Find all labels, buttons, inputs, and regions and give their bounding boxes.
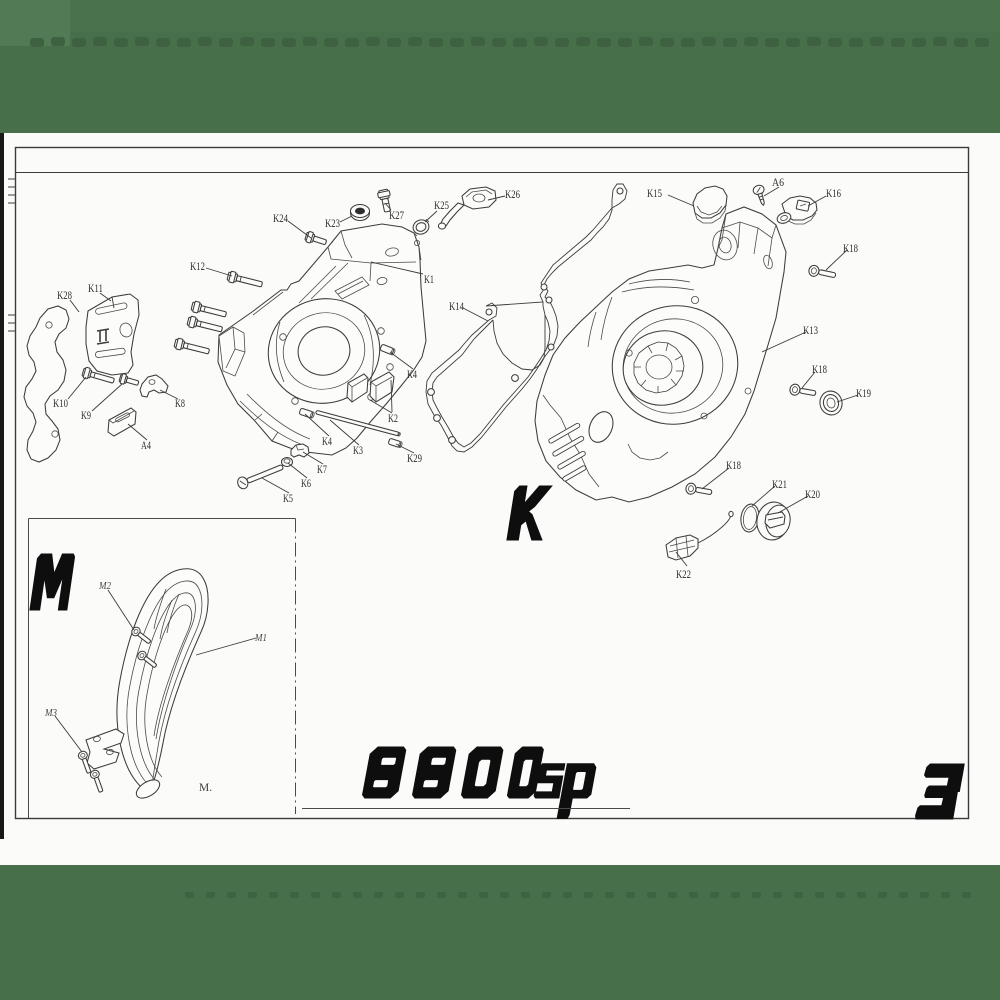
part-chain-catcher-K28	[23, 305, 70, 463]
part-bolt-K18-bottom	[685, 482, 713, 495]
part-label-K2: K2	[388, 413, 398, 425]
part-lever-K8	[139, 374, 169, 398]
part-label-K1: K1	[424, 274, 434, 286]
part-handle-M1	[116, 568, 209, 799]
part-label-A4: A4	[141, 440, 151, 452]
part-cap-K15	[692, 185, 728, 224]
big-letters	[29, 485, 965, 820]
part-seal-K25	[412, 218, 430, 237]
part-label-K18-mid: K18	[812, 364, 827, 376]
part-label-K11: K11	[88, 283, 103, 295]
part-label-K4-lower: K4	[322, 436, 332, 448]
part-labels: K24 K23 K27 K25 K26 K12 K1 K14 K28 K11 K…	[44, 177, 871, 794]
part-label-K4-upper: K4	[407, 369, 417, 381]
part-label-M3: M3	[44, 708, 57, 719]
part-bolt-K9	[118, 373, 140, 386]
part-bumper-A4	[107, 407, 137, 437]
section-letter-K	[506, 485, 553, 541]
part-crankcase-flywheel-K13	[534, 206, 787, 503]
part-cap-K20	[756, 501, 791, 541]
part-bolt-M3b	[89, 769, 104, 793]
exploded-drawing	[23, 183, 843, 561]
part-bolt-K27	[377, 188, 391, 213]
part-label-K15: K15	[647, 188, 662, 200]
part-bolt-K18-mid	[789, 383, 817, 396]
part-bolt-K10	[81, 366, 115, 384]
part-label-K21: K21	[772, 479, 787, 491]
part-rod-K3	[315, 410, 401, 437]
part-label-K19: K19	[856, 388, 871, 400]
binding-holes-top	[30, 37, 989, 47]
part-label-K10: K10	[53, 398, 68, 410]
part-bolts-K12	[173, 270, 263, 355]
part-label-M2: M2	[98, 581, 111, 592]
part-grommet-K23	[349, 203, 371, 222]
part-bolt-K18-top	[808, 264, 837, 278]
inset-caption: M.	[199, 782, 212, 794]
part-label-K12: K12	[190, 261, 205, 273]
part-label-K13: K13	[803, 325, 818, 337]
scan-edge-shadow	[0, 133, 4, 839]
part-label-M1: M1	[254, 633, 267, 644]
part-side-plate-K11	[85, 293, 140, 376]
section-letter-M	[29, 553, 76, 611]
page-number	[915, 763, 965, 820]
part-label-K23: K23	[325, 218, 340, 230]
part-label-A6: A6	[772, 177, 784, 189]
part-label-K8: K8	[175, 398, 185, 410]
part-pump-K26	[437, 186, 497, 230]
inset-box	[28, 518, 296, 818]
part-label-K28: K28	[57, 290, 72, 302]
part-label-K16: K16	[826, 188, 841, 200]
part-seal-K19	[819, 390, 843, 416]
part-oiler-K16	[776, 195, 818, 225]
part-label-K20: K20	[805, 489, 820, 501]
part-label-K22: K22	[676, 569, 691, 581]
part-bolt-M2b	[137, 650, 157, 668]
part-label-K26: K26	[505, 189, 520, 201]
part-screw-A6	[752, 184, 765, 206]
paper-sheet	[0, 133, 1000, 865]
part-bracket-M3	[85, 728, 125, 770]
part-label-K14: K14	[449, 301, 464, 313]
binding-holes-bottom	[185, 892, 971, 898]
drawing-frame	[8, 146, 970, 820]
part-label-K9: K9	[81, 410, 91, 422]
part-label-K7: K7	[317, 464, 327, 476]
part-bolt-M3a	[77, 750, 92, 774]
part-label-K5: K5	[283, 493, 293, 505]
part-pin-K4-lower	[299, 407, 315, 419]
part-bracket-K7	[290, 443, 310, 458]
inset-drawing	[77, 568, 209, 799]
part-label-K27: K27	[389, 210, 404, 222]
model-number	[362, 746, 597, 819]
part-label-K3: K3	[353, 445, 363, 457]
part-label-K25: K25	[434, 200, 449, 212]
part-wedges-K2	[346, 371, 395, 413]
part-strainer-K22	[665, 510, 734, 561]
part-screw-K5	[237, 464, 284, 490]
part-label-K18-bottom: K18	[726, 460, 741, 472]
part-label-K24: K24	[273, 213, 288, 225]
leader-lines	[54, 186, 859, 753]
part-gasket-K14	[425, 183, 628, 453]
part-label-K6: K6	[301, 478, 311, 490]
part-label-K29: K29	[407, 453, 422, 465]
part-label-K18-top: K18	[843, 243, 858, 255]
